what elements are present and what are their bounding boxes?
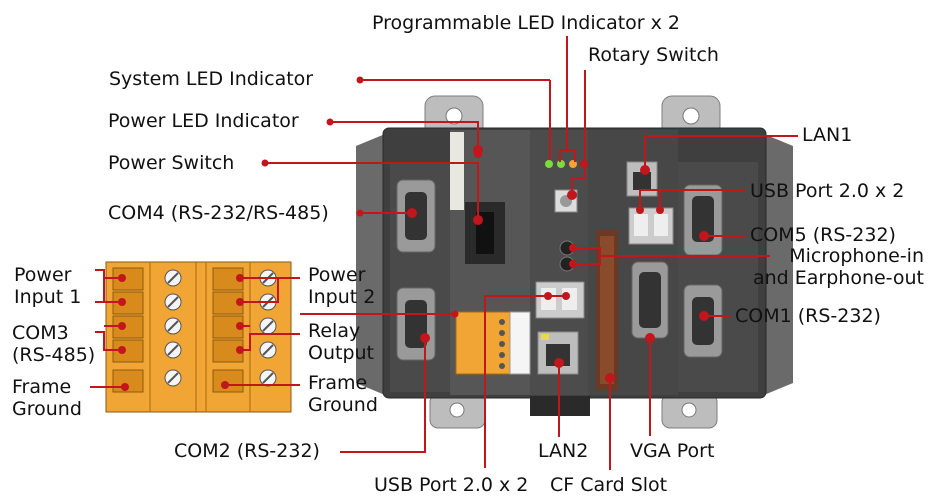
label-com4: COM4 (RS-232/RS-485) — [108, 202, 329, 224]
label-frame-ground-left: Frame Ground — [12, 376, 82, 420]
label-power-led: Power LED Indicator — [108, 110, 299, 132]
terminal-block — [105, 261, 292, 413]
label-power-input-2: Power Input 2 — [308, 264, 376, 308]
system-led — [545, 160, 553, 168]
label-com3: COM3 (RS-485) — [12, 322, 96, 366]
light-pipe — [450, 132, 464, 210]
label-power-input-1: Power Input 1 — [14, 264, 82, 308]
label-vga-port: VGA Port — [630, 440, 715, 462]
left-wing — [356, 134, 385, 395]
mounting-bracket-top-left — [424, 95, 484, 137]
mounting-bracket-bottom-right — [661, 393, 718, 429]
label-power-switch: Power Switch — [108, 152, 235, 174]
right-wing — [764, 134, 793, 395]
label-com2: COM2 (RS-232) — [174, 440, 320, 462]
label-rotary-switch: Rotary Switch — [588, 44, 719, 66]
leader-lines — [90, 36, 798, 470]
label-system-led: System LED Indicator — [109, 68, 314, 90]
label-frame-ground-right: Frame Ground — [308, 372, 378, 416]
label-usb-right: USB Port 2.0 x 2 — [750, 180, 905, 202]
leader-dots — [118, 76, 709, 391]
label-usb-bottom: USB Port 2.0 x 2 — [374, 474, 529, 496]
label-lan1: LAN1 — [802, 124, 853, 146]
label-com1: COM1 (RS-232) — [735, 305, 881, 327]
label-cf-card-slot: CF Card Slot — [550, 474, 668, 496]
mounting-bracket-bottom-left — [429, 393, 486, 429]
label-relay-output: Relay Output — [308, 320, 374, 364]
label-programmable-led: Programmable LED Indicator x 2 — [372, 12, 681, 34]
label-com5: COM5 (RS-232) — [750, 224, 896, 246]
label-microphone: Microphone-in and Earphone-out — [752, 245, 924, 289]
mounting-bracket-top-right — [661, 95, 721, 137]
label-lan2: LAN2 — [538, 440, 589, 462]
